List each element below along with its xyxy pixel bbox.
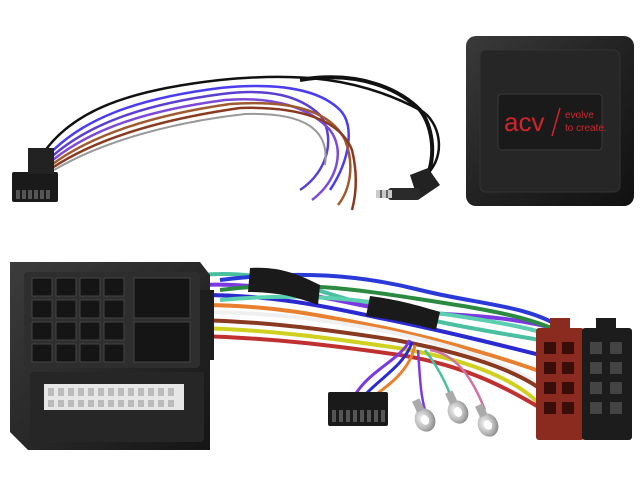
iso-connector-red xyxy=(536,318,584,440)
steering-interface-lead xyxy=(12,75,440,211)
interface-box: acv evolve to create. xyxy=(466,36,634,206)
audio-jack xyxy=(376,168,440,200)
brand-logo: acv xyxy=(504,107,544,137)
iso-connector-black xyxy=(582,318,632,440)
brand-slogan-line1: evolve xyxy=(565,110,594,121)
quadlock-connector xyxy=(10,262,214,450)
small-16pin-connector xyxy=(328,392,388,426)
wire-loom xyxy=(199,267,591,422)
brand-slogan-line2: to create. xyxy=(565,123,607,134)
ring-terminals xyxy=(412,390,499,437)
